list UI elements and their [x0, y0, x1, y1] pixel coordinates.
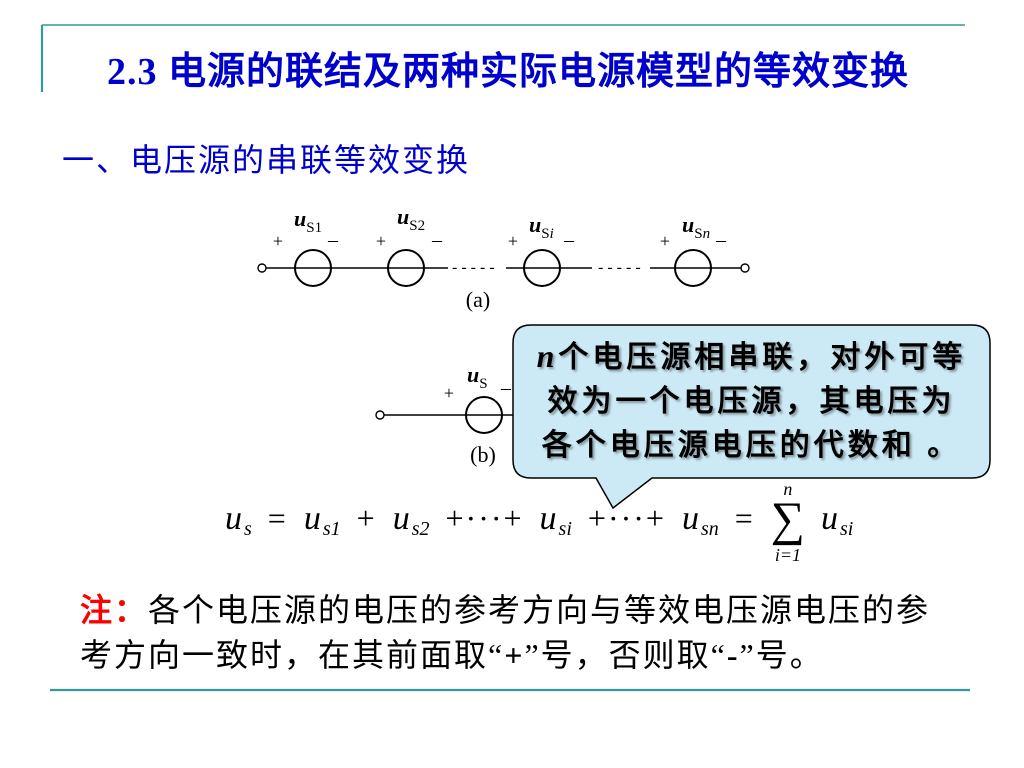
- equation-subscript: sn: [700, 518, 719, 540]
- equation-variable: u: [821, 500, 839, 537]
- polarity-minus-equivalent: –: [500, 377, 512, 399]
- summation-lower-limit: i=1: [774, 545, 801, 565]
- note: 注：各个电压源的电压的参考方向与等效电压源电压的参 考方向一致时，在其前面取“+…: [80, 588, 930, 678]
- callout-text: n个电压源相串联，对外可等 效为一个电压源，其电压为 各个电压源电压的代数和 。: [513, 334, 990, 468]
- equation-plus: +: [356, 500, 377, 536]
- polarity-minus-1: –: [327, 229, 339, 251]
- callout-bubble: [512, 324, 991, 510]
- note-text-segment: ”号。: [739, 637, 824, 673]
- omitted-sources-dashes-1: -----: [452, 259, 499, 276]
- terminal-right: [740, 263, 750, 273]
- summation: ∑ n i=1: [770, 480, 806, 564]
- voltage-source-1: [294, 249, 332, 287]
- voltage-source-n: [674, 249, 712, 287]
- polarity-plus-equivalent: +: [444, 383, 454, 403]
- source-label-n: uSn: [682, 212, 710, 242]
- source-label-equivalent: uS: [467, 362, 488, 392]
- source-label-2: uS2: [397, 204, 425, 234]
- summation-upper-limit: n: [783, 479, 793, 499]
- polarity-minus-i: –: [563, 229, 575, 251]
- note-minus-sign: -: [726, 637, 740, 673]
- equation-subscript: s2: [411, 518, 430, 540]
- equation-variable: u: [539, 500, 557, 537]
- equation-equals: =: [267, 500, 288, 536]
- equivalent-voltage-source: [465, 396, 503, 434]
- voltage-source-2: [387, 249, 425, 287]
- equation-equals: =: [734, 500, 755, 536]
- note-line-1: 注：各个电压源的电压的参考方向与等效电压源电压的参: [80, 588, 930, 633]
- callout-line-1: n个电压源相串联，对外可等: [513, 334, 990, 380]
- source-label-i: uSi: [529, 212, 554, 242]
- note-label: 注：: [80, 592, 149, 628]
- summation-symbol: ∑: [770, 493, 806, 546]
- polarity-plus-1: +: [273, 231, 283, 251]
- polarity-plus-i: +: [508, 231, 518, 251]
- callout-line-2: 效为一个电压源，其电压为: [547, 385, 956, 418]
- polarity-minus-2: –: [431, 229, 443, 251]
- note-text-segment: ”号，否则取“: [524, 637, 727, 673]
- circuit-b-caption: (b): [470, 442, 496, 467]
- equation-variable: u: [392, 500, 410, 537]
- callout-variable-n: n: [536, 338, 559, 374]
- note-line-1-text: 各个电压源的电压的参考方向与等效电压源电压的参: [148, 592, 931, 628]
- callout-line-1-text: 个电压源相串联，对外可等: [558, 341, 967, 374]
- equation-plus-ellipsis: +···+: [445, 500, 524, 536]
- polarity-minus-n: –: [715, 229, 727, 251]
- voltage-source-i: [523, 249, 561, 287]
- omitted-sources-dashes-2: -----: [598, 259, 645, 276]
- polarity-plus-n: +: [660, 231, 670, 251]
- slide-title: 2.3 电源的联结及两种实际电源模型的等效变换: [106, 51, 909, 93]
- circuit-a: + uS1 – + uS2 – ----- + uSi – ----- + uS…: [257, 204, 750, 312]
- note-line-2: 考方向一致时，在其前面取“+”号，否则取“-”号。: [80, 633, 930, 678]
- equation-variable: u: [303, 500, 321, 537]
- equation-variable: u: [225, 500, 242, 537]
- equation-subscript: s1: [322, 518, 341, 540]
- terminal-left: [375, 410, 385, 420]
- equation-variable: u: [681, 500, 699, 537]
- source-label-1: uS1: [294, 206, 322, 236]
- note-text-segment: 考方向一致时，在其前面取“: [80, 637, 505, 673]
- equation-plus-ellipsis: +···+: [587, 500, 666, 536]
- section-heading: 一、电压源的串联等效变换: [62, 142, 471, 178]
- equation-subscript: si: [558, 518, 572, 540]
- note-plus-sign: +: [504, 637, 525, 673]
- callout-line-3: 各个电压源电压的代数和 。: [541, 429, 962, 462]
- circuit-a-caption: (a): [466, 287, 490, 312]
- equation-subscript: si: [840, 518, 854, 540]
- equation-subscript: s: [244, 518, 252, 540]
- circuit-b: + uS – (b): [375, 362, 540, 467]
- terminal-left: [257, 263, 267, 273]
- polarity-plus-2: +: [376, 231, 386, 251]
